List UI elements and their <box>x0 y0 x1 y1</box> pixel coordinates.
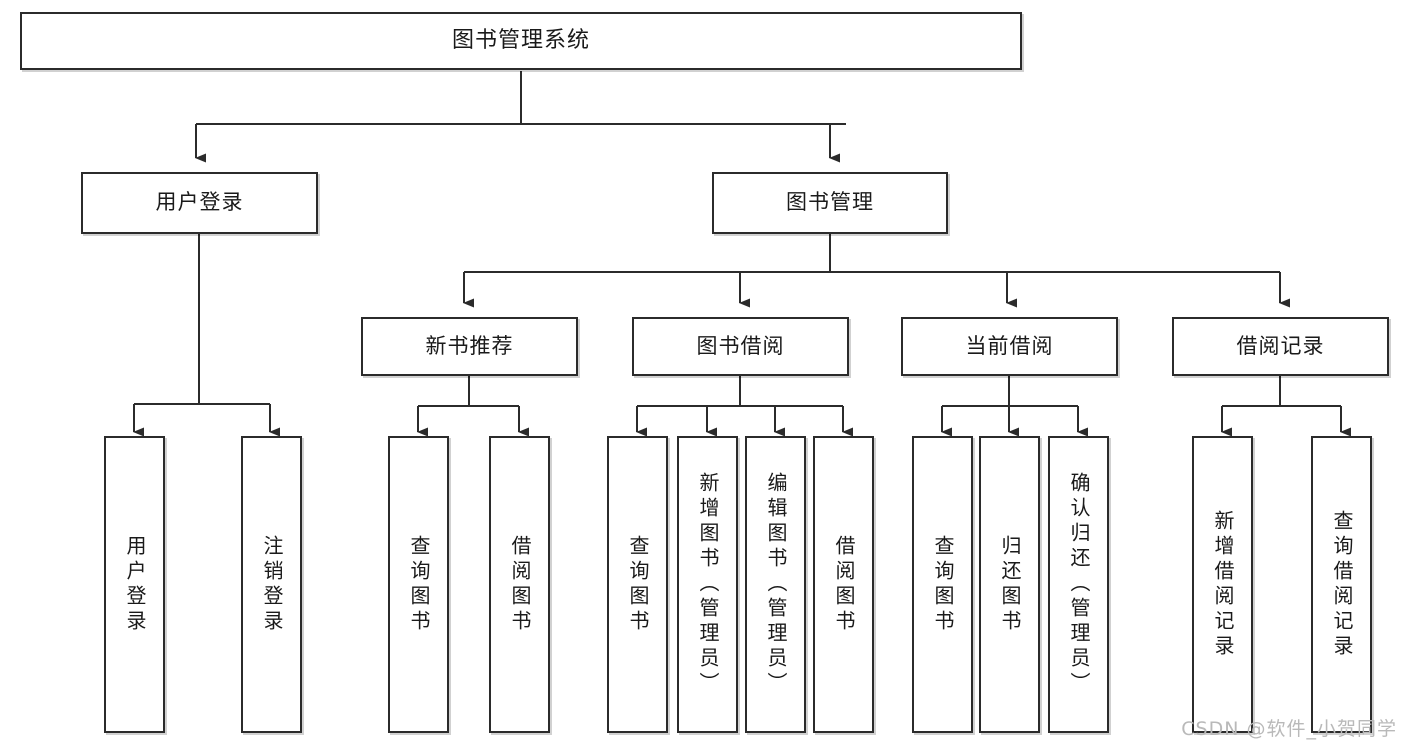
leaf-borrow-books-borrow[interactable]: 借阅图书 <box>813 436 874 733</box>
node-new-book-recommend[interactable]: 新书推荐 <box>361 317 578 376</box>
node-label: 用户登录 <box>155 190 244 215</box>
leaf-query-books-borrow[interactable]: 查询图书 <box>607 436 668 733</box>
leaf-confirm-return-admin[interactable]: 确认归还（管理员） <box>1048 436 1109 733</box>
node-label: 查询借阅记录 <box>1330 509 1354 660</box>
node-label: 新增借阅记录 <box>1211 509 1235 660</box>
node-label: 新书推荐 <box>425 333 514 358</box>
watermark: CSDN @软件_小贺同学 <box>1181 718 1397 740</box>
node-label: 查询图书 <box>931 534 955 635</box>
node-label: 图书借阅 <box>696 333 785 358</box>
node-label: 注销登录 <box>260 534 284 635</box>
node-label: 图书管理 <box>786 190 874 215</box>
leaf-edit-book-admin[interactable]: 编辑图书（管理员） <box>745 436 806 733</box>
node-borrow-records[interactable]: 借阅记录 <box>1172 317 1389 376</box>
leaf-user-login[interactable]: 用户登录 <box>104 436 165 733</box>
node-label: 查询图书 <box>407 534 431 635</box>
leaf-add-borrow-record[interactable]: 新增借阅记录 <box>1192 436 1253 733</box>
node-label: 当前借阅 <box>965 333 1054 358</box>
leaf-borrow-books-newbook[interactable]: 借阅图书 <box>489 436 550 733</box>
node-label: 查询图书 <box>626 534 650 635</box>
node-label: 归还图书 <box>998 534 1022 635</box>
node-book-borrow[interactable]: 图书借阅 <box>632 317 849 376</box>
node-label: 借阅图书 <box>508 534 532 635</box>
leaf-query-borrow-record[interactable]: 查询借阅记录 <box>1311 436 1372 733</box>
node-current-borrow[interactable]: 当前借阅 <box>901 317 1118 376</box>
node-label: 确认归还（管理员） <box>1067 472 1091 697</box>
node-label: 借阅记录 <box>1236 333 1325 358</box>
node-label: 新增图书（管理员） <box>696 472 720 697</box>
node-book-management[interactable]: 图书管理 <box>712 172 948 234</box>
leaf-query-books-current[interactable]: 查询图书 <box>912 436 973 733</box>
leaf-return-books[interactable]: 归还图书 <box>979 436 1040 733</box>
node-user-login[interactable]: 用户登录 <box>81 172 318 234</box>
leaf-add-book-admin[interactable]: 新增图书（管理员） <box>677 436 738 733</box>
node-label: 编辑图书（管理员） <box>764 472 788 697</box>
node-label: 用户登录 <box>123 534 147 635</box>
node-label: 借阅图书 <box>832 534 856 635</box>
leaf-query-books-newbook[interactable]: 查询图书 <box>388 436 449 733</box>
node-label: 图书管理系统 <box>451 27 590 53</box>
node-root[interactable]: 图书管理系统 <box>20 12 1022 70</box>
leaf-logout[interactable]: 注销登录 <box>241 436 302 733</box>
